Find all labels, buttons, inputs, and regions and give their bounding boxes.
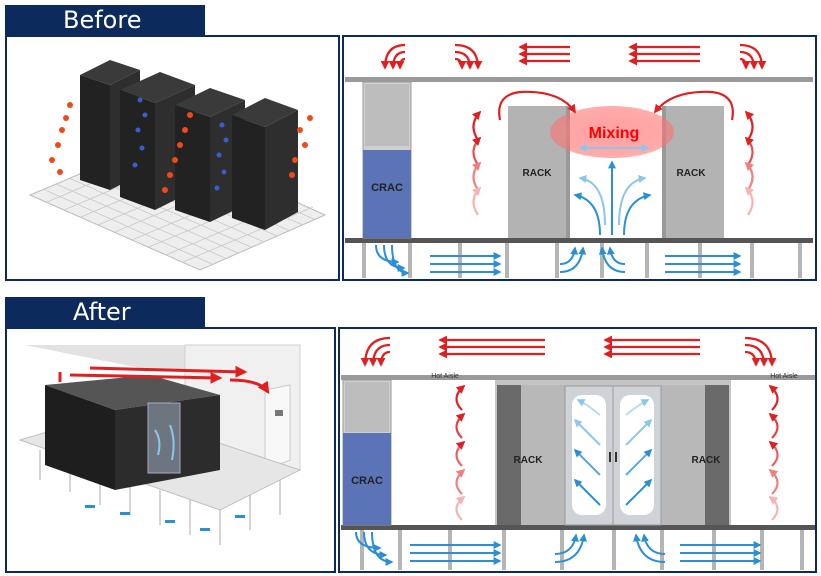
after-rack-right-label: RACK xyxy=(692,455,722,466)
before-tab-label: Before xyxy=(63,6,142,34)
after-raised-floor xyxy=(341,525,815,530)
before-rack-row-3 xyxy=(175,88,245,222)
before-cold-aisle-arrows xyxy=(573,144,652,236)
before-rack-row-4 xyxy=(232,98,298,230)
after-3d-illustration xyxy=(18,344,302,545)
before-airflow-diagram: CRAC RACK RACK Mixing xyxy=(345,42,813,278)
before-raised-floor xyxy=(345,238,813,243)
after-3d-cold-marks xyxy=(85,505,245,531)
before-floor-legs xyxy=(362,243,802,278)
before-right-hot-arrows xyxy=(653,90,755,216)
after-underfloor-arrows xyxy=(355,531,762,566)
after-side-wall xyxy=(264,384,291,471)
after-hot-aisle-left-label: Hot Aisle xyxy=(431,373,459,380)
before-ceiling-hot-arrows xyxy=(380,42,767,70)
after-3d-hot-arrows xyxy=(58,365,270,394)
after-ceiling-hot-arrows xyxy=(360,335,777,367)
after-pod-door xyxy=(147,402,181,474)
after-floor-legs-2d xyxy=(360,530,804,570)
after-cold-aisle-arrows xyxy=(573,399,653,506)
before-mixing-label: Mixing xyxy=(589,125,640,142)
before-cold-air-marks xyxy=(132,97,229,191)
before-crac-panel xyxy=(363,150,411,238)
after-rack-left-label: RACK xyxy=(514,455,544,466)
after-ceiling xyxy=(341,375,815,380)
after-left-hot-arrows xyxy=(455,384,466,521)
after-tab-label: After xyxy=(73,298,131,326)
after-right-hot-arrows xyxy=(768,384,779,521)
after-pod-front xyxy=(45,385,115,490)
after-crac-panel xyxy=(343,433,391,525)
before-rack-left-label: RACK xyxy=(523,168,553,179)
before-3d-illustration xyxy=(28,60,327,271)
before-ceiling xyxy=(345,77,813,82)
after-crac-label: CRAC xyxy=(351,475,383,487)
after-hot-aisle-right-label: Hot Aisle xyxy=(770,373,798,380)
before-rack-right-label: RACK xyxy=(677,168,707,179)
after-airflow-diagram: CRAC RACK RACK Hot Aisle Hot Aisle xyxy=(341,335,815,570)
before-tab: Before xyxy=(5,5,205,35)
before-hot-air-marks xyxy=(49,102,313,193)
after-tab: After xyxy=(5,297,205,327)
before-left-hot-arrows xyxy=(471,90,576,216)
before-crac-label: CRAC xyxy=(371,182,403,194)
before-underfloor-arrows xyxy=(375,244,742,277)
